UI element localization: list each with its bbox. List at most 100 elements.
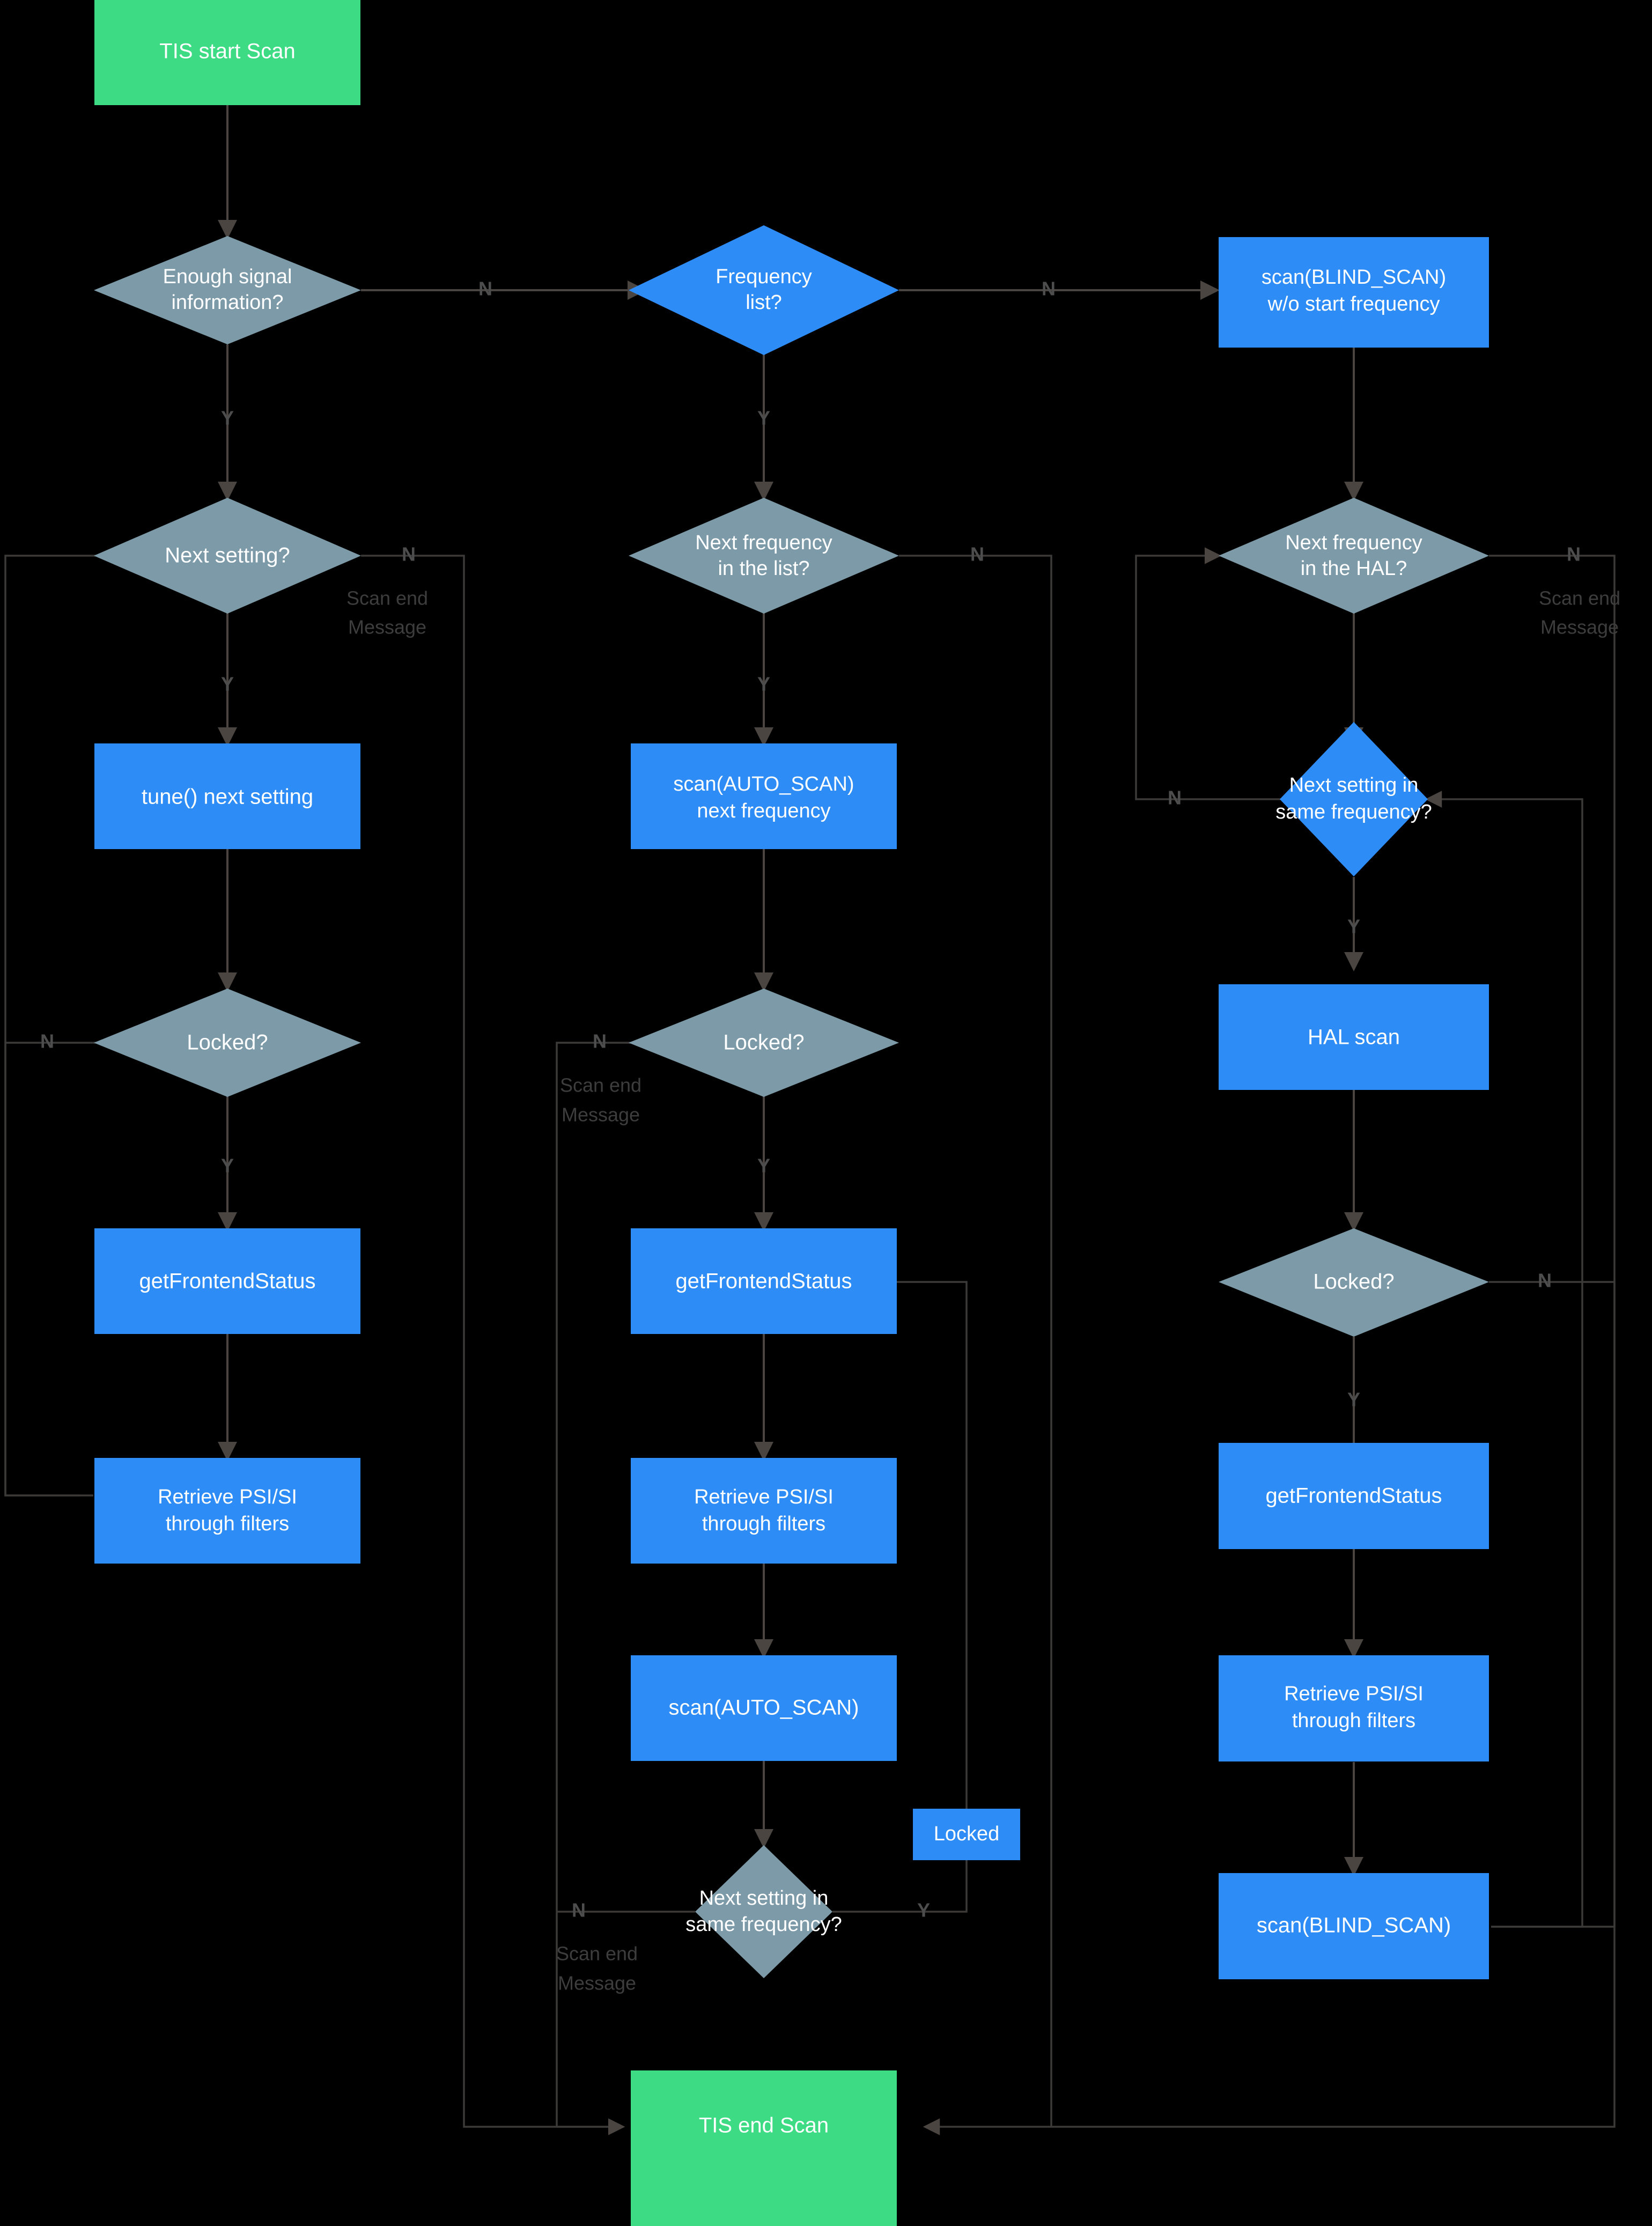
node-label-locked-right: Locked? [1313, 1270, 1394, 1294]
node-locked-mid[interactable]: Locked? [629, 989, 899, 1097]
decision-shape-next-setting [94, 498, 361, 614]
edge-label-locked-mid-n: N [593, 1030, 607, 1052]
edge-next-setting-n-to-end [361, 555, 625, 2135]
node-label-scan-auto-next-freq-line2: next frequency [697, 800, 830, 822]
note-scan-end-right-line2: Message [1540, 616, 1619, 638]
edges-layer [4, 105, 1616, 2135]
node-label-locked-badge: Locked [934, 1823, 1000, 1845]
node-label-gfs-right: getFrontendStatus [1265, 1484, 1442, 1508]
process-shape-scan-auto [631, 1655, 897, 1761]
node-label-next-setting: Next setting? [165, 544, 290, 567]
process-shape-psi-mid [631, 1458, 897, 1564]
decision-shape-enough-signal [94, 236, 361, 344]
node-label-enough-signal-line1: Enough signal [163, 266, 292, 288]
edge-label-next-freq-hal-n: N [1567, 543, 1581, 565]
decision-shape-next-frequency-hal [1219, 498, 1489, 614]
node-label-locked-left: Locked? [187, 1031, 268, 1055]
node-next-frequency-in-the-list[interactable]: Next frequency in the list? [629, 498, 899, 614]
node-next-setting-in-same-frequency-hal[interactable]: Next setting in same frequency? [1275, 722, 1432, 876]
node-label-next-setting-same-freq-mid-line1: Next setting in [699, 1887, 829, 1910]
node-locked-left[interactable]: Locked? [94, 989, 361, 1097]
node-label-gfs-left: getFrontendStatus [139, 1270, 315, 1293]
node-label-scan-blind: scan(BLIND_SCAN) [1257, 1914, 1451, 1937]
edge-label-enough-signal-n: N [478, 278, 492, 300]
edge-label-next-setting-y: Y [221, 673, 234, 695]
process-shape-gfs-mid [631, 1228, 897, 1334]
note-scan-end-mid-upper-line1: Scan end [560, 1074, 641, 1096]
notes-layer: Scan end Message Scan end Message Scan e… [346, 587, 1620, 1994]
node-label-start: TIS start Scan [159, 40, 295, 63]
edge-label-next-setting-same-freq-mid-n: N [572, 1899, 586, 1921]
node-get-frontend-status-mid[interactable]: getFrontendStatus [631, 1228, 897, 1334]
edge-label-frequency-list-y: Y [757, 407, 770, 429]
node-scan-auto-scan[interactable]: scan(AUTO_SCAN) [631, 1655, 897, 1761]
node-label-next-frequency-list-line2: in the list? [718, 557, 809, 580]
node-tis-end-scan[interactable]: TIS end Scan [631, 2070, 897, 2226]
edge-locked-right-n [1489, 1281, 1616, 1928]
node-retrieve-psi-si-left[interactable]: Retrieve PSI/SI through filters [94, 1458, 360, 1564]
node-label-frequency-list-line2: list? [746, 291, 782, 314]
node-label-gfs-mid: getFrontendStatus [675, 1270, 852, 1293]
node-next-setting[interactable]: Next setting? [94, 498, 361, 614]
edge-psi-left-loopback [4, 547, 159, 1497]
node-frequency-list[interactable]: Frequency list? [629, 225, 899, 355]
node-label-blind-scan-no-start-line1: scan(BLIND_SCAN) [1262, 266, 1446, 289]
edge-label-next-freq-list-y: Y [757, 673, 770, 695]
node-label-hal-scan: HAL scan [1308, 1026, 1400, 1049]
node-scan-auto-scan-next-frequency[interactable]: scan(AUTO_SCAN) next frequency [631, 743, 897, 849]
node-locked-badge[interactable]: Locked [913, 1809, 1020, 1860]
edge-label-next-setting-n: N [402, 543, 416, 565]
decision-shape-locked-left [94, 989, 361, 1097]
node-label-enough-signal-line2: information? [171, 291, 283, 314]
edge-next-freq-list-n-to-end [899, 555, 1052, 2127]
note-scan-end-mid-lower-line1: Scan end [556, 1943, 638, 1965]
process-shape-psi-left [94, 1458, 360, 1564]
node-scan-blind-scan-without-start-frequency[interactable]: scan(BLIND_SCAN) w/o start frequency [1219, 237, 1489, 348]
node-retrieve-psi-si-mid[interactable]: Retrieve PSI/SI through filters [631, 1458, 897, 1564]
edge-blindscan-right-loopback [1425, 791, 1583, 1928]
node-retrieve-psi-si-right[interactable]: Retrieve PSI/SI through filters [1219, 1655, 1489, 1761]
terminator-shape-start [94, 0, 360, 105]
process-shape-gfs-right [1219, 1443, 1489, 1549]
node-label-next-frequency-hal-line1: Next frequency [1285, 532, 1422, 554]
note-scan-end-left-line2: Message [348, 616, 426, 638]
edge-label-next-freq-list-n: N [970, 543, 984, 565]
node-label-psi-mid-line1: Retrieve PSI/SI [694, 1486, 834, 1508]
process-shape-locked-badge [913, 1809, 1020, 1860]
node-label-scan-auto: scan(AUTO_SCAN) [669, 1696, 859, 1720]
edge-label-next-setting-same-freq-hal-n: N [1168, 787, 1182, 809]
node-enough-signal-information[interactable]: Enough signal information? [94, 236, 361, 344]
process-shape-tune-next-setting [94, 743, 360, 849]
terminator-shape-end [631, 2070, 897, 2226]
decision-shape-frequency-list [629, 225, 899, 355]
node-next-frequency-in-the-hal[interactable]: Next frequency in the HAL? [1219, 498, 1489, 614]
node-label-next-setting-same-freq-hal-line1: Next setting in [1289, 774, 1419, 797]
node-hal-scan[interactable]: HAL scan [1219, 984, 1489, 1090]
node-label-psi-mid-line2: through filters [702, 1513, 825, 1535]
edge-label-locked-right-n: N [1538, 1270, 1552, 1292]
node-locked-right[interactable]: Locked? [1219, 1228, 1489, 1337]
node-get-frontend-status-left[interactable]: getFrontendStatus [94, 1228, 360, 1334]
process-shape-scan-blind [1219, 1873, 1489, 1979]
edge-label-locked-left-n: N [40, 1030, 54, 1052]
node-next-setting-in-same-frequency-mid[interactable]: Next setting in same frequency? [685, 1845, 842, 1978]
node-tune-next-setting[interactable]: tune() next setting [94, 743, 360, 849]
edge-next-setting-same-freq-mid-y [832, 1273, 968, 1913]
node-scan-blind-scan[interactable]: scan(BLIND_SCAN) [1219, 1873, 1489, 1979]
process-shape-hal-scan [1219, 984, 1489, 1090]
edge-labels-layer: N Y N Y N Y N Y N Y N N Y N Y N Y N Y [40, 278, 1581, 1921]
node-label-next-setting-same-freq-hal-line2: same frequency? [1275, 801, 1432, 823]
decision-shape-locked-right [1219, 1228, 1489, 1337]
note-scan-end-right-line1: Scan end [1539, 587, 1620, 609]
node-label-frequency-list-line1: Frequency [716, 266, 812, 288]
node-get-frontend-status-right[interactable]: getFrontendStatus [1219, 1443, 1489, 1549]
node-tis-start-scan[interactable]: TIS start Scan [94, 0, 360, 105]
edge-label-locked-mid-y: Y [757, 1155, 770, 1177]
node-label-psi-right-line1: Retrieve PSI/SI [1284, 1683, 1424, 1705]
process-shape-scan-auto-next-frequency [631, 743, 897, 849]
decision-shape-next-setting-same-freq-mid [695, 1845, 832, 1978]
node-label-next-frequency-list-line1: Next frequency [695, 532, 832, 554]
note-scan-end-mid-upper-line2: Message [562, 1104, 640, 1126]
edge-next-setting-same-freq-hal-n [1135, 547, 1282, 800]
edge-label-locked-left-y: Y [221, 1155, 234, 1177]
